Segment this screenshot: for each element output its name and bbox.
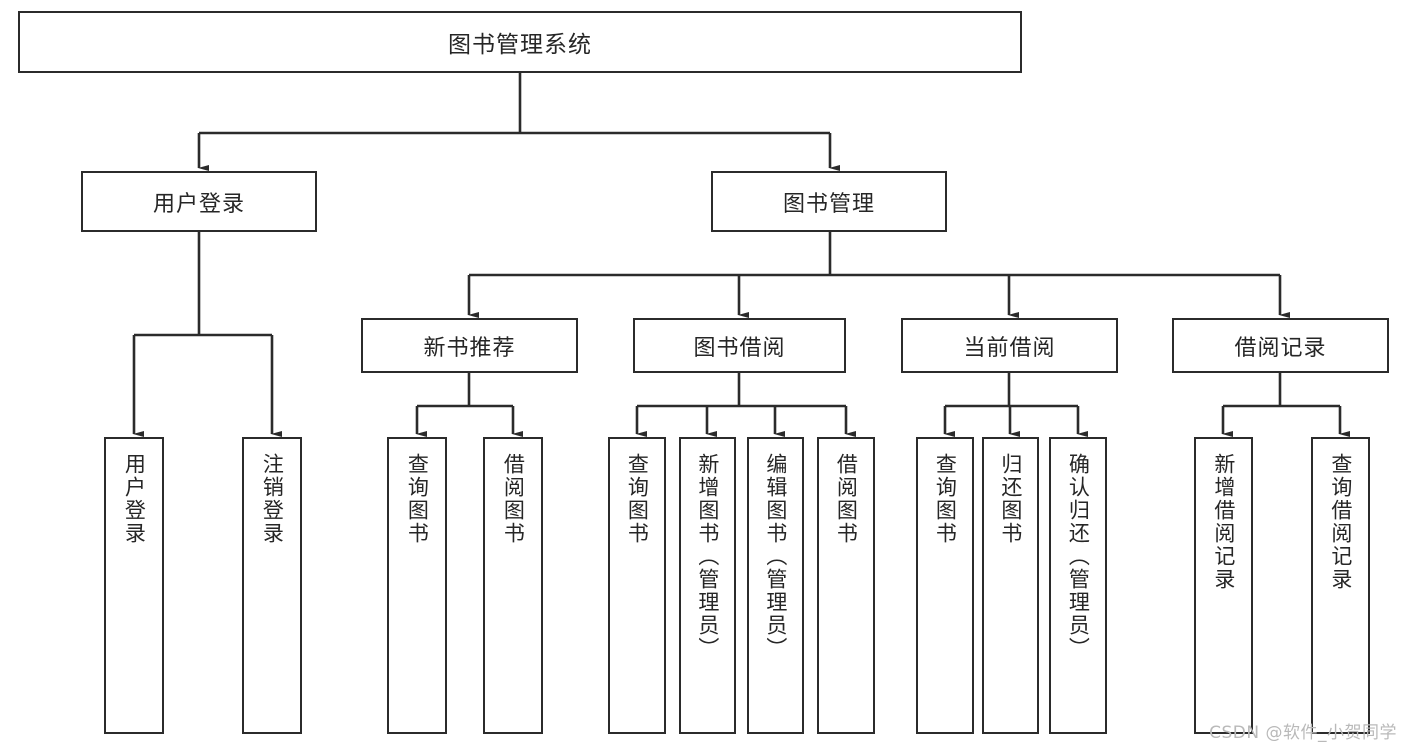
node-root[interactable]: 图书管理系统 [18,11,1022,73]
leaf-label: 查询图书 [405,453,430,545]
leaf-label: 查询图书 [933,453,958,545]
leaf-label: 新增图书（管理员） [695,453,720,660]
leaf-label: 查询图书 [625,453,650,545]
leaf-borrow-borrow-book[interactable]: 借阅图书 [817,437,875,734]
leaf-label: 用户登录 [122,453,147,545]
leaf-label: 编辑图书（管理员） [763,453,788,660]
leaf-label: 借阅图书 [834,453,859,545]
leaf-borrow-query-book[interactable]: 查询图书 [608,437,666,734]
node-book-borrow[interactable]: 图书借阅 [633,318,846,373]
leaf-recommend-query-book[interactable]: 查询图书 [387,437,447,734]
leaf-user-login-logout[interactable]: 注销登录 [242,437,302,734]
node-root-label: 图书管理系统 [448,32,592,58]
leaf-label: 借阅图书 [501,453,526,545]
csdn-watermark: CSDN @软件_小贺同学 [1209,723,1397,743]
leaf-current-return-book[interactable]: 归还图书 [982,437,1039,734]
node-current-borrow[interactable]: 当前借阅 [901,318,1118,373]
leaf-current-confirm-return[interactable]: 确认归还（管理员） [1049,437,1107,734]
node-book-management[interactable]: 图书管理 [711,171,947,232]
leaf-borrow-add-book[interactable]: 新增图书（管理员） [679,437,736,734]
leaf-label: 新增借阅记录 [1211,453,1236,591]
leaf-user-login-login[interactable]: 用户登录 [104,437,164,734]
node-new-book-recommend-label: 新书推荐 [423,335,516,361]
node-book-borrow-label: 图书借阅 [693,335,786,361]
leaf-label: 注销登录 [260,453,285,545]
node-borrow-record[interactable]: 借阅记录 [1172,318,1389,373]
node-user-login[interactable]: 用户登录 [81,171,317,232]
node-current-borrow-label: 当前借阅 [963,335,1056,361]
leaf-record-add-record[interactable]: 新增借阅记录 [1194,437,1253,734]
leaf-label: 查询借阅记录 [1328,453,1353,591]
node-new-book-recommend[interactable]: 新书推荐 [361,318,578,373]
leaf-recommend-borrow-book[interactable]: 借阅图书 [483,437,543,734]
node-user-login-label: 用户登录 [152,191,245,217]
leaf-label: 归还图书 [998,453,1023,545]
node-borrow-record-label: 借阅记录 [1234,335,1327,361]
leaf-current-query-book[interactable]: 查询图书 [916,437,974,734]
leaf-record-query-record[interactable]: 查询借阅记录 [1311,437,1370,734]
leaf-borrow-edit-book[interactable]: 编辑图书（管理员） [747,437,804,734]
node-book-management-label: 图书管理 [782,191,875,217]
leaf-label: 确认归还（管理员） [1066,453,1091,660]
